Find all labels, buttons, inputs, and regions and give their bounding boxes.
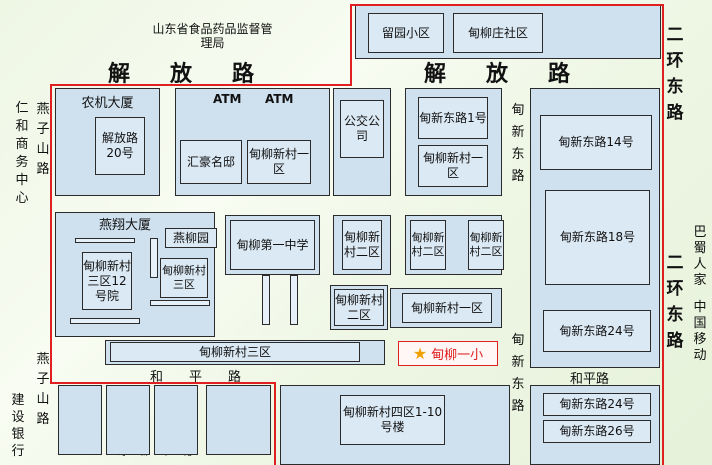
block-bottom-left-4 [206, 385, 271, 455]
jiefang-road-label-left: 解放路 [108, 62, 295, 87]
dianxin-east-road-26: 甸新东路26号 [543, 420, 651, 443]
dianliu-village-1-west: 甸柳新村一区 [247, 140, 311, 184]
dianliu-village-2-b: 甸柳新村二区 [410, 220, 446, 270]
residential-row [150, 300, 210, 306]
block-bottom-left-3 [154, 385, 198, 455]
boundary-line [50, 382, 276, 384]
dianxin-east-road-18: 甸新东路18号 [545, 190, 650, 285]
ccb-label: 建设银行 [11, 393, 25, 459]
boundary-line [662, 4, 664, 465]
residential-row [70, 318, 140, 324]
dianliu-village-2-a: 甸柳新村二区 [342, 220, 382, 270]
jiefang-road-20: 解放路20号 [95, 117, 145, 175]
dianliu-village-1-east: 甸柳新村一区 [418, 145, 488, 187]
dianliu-village-3-small: 甸柳新村三区 [160, 258, 208, 298]
dianliu-no1-primary-school[interactable]: ★ 甸柳一小 [398, 341, 498, 366]
bashu-label: 巴蜀人家 [693, 225, 707, 288]
yanzishan-road-label-lower: 燕子山路 [36, 352, 50, 427]
jiefang-road-label-right: 解放路 [424, 62, 611, 87]
dianxin-east-road-1: 甸新东路1号 [418, 97, 488, 139]
liuyuan-community: 留园小区 [368, 13, 444, 53]
yanliu-garden: 燕柳园 [165, 228, 217, 248]
atm-2: ATM [265, 92, 294, 106]
dianliu-village-4: 甸柳新村四区1-10号楼 [340, 395, 445, 445]
star-icon: ★ [412, 344, 428, 363]
china-mobile-label: 中国移动 [693, 300, 707, 363]
boundary-line [50, 84, 352, 86]
yanxiang-tower: 燕翔大厦 [98, 218, 151, 233]
erhuan-road-label-top: 二环东路 [666, 25, 684, 123]
dianliuzhuang-community: 甸柳庄社区 [453, 13, 543, 53]
dianxin-road-label-upper: 甸新东路 [511, 103, 525, 184]
yanzishan-road-label-upper: 燕子山路 [36, 102, 50, 177]
boundary-line [350, 4, 664, 6]
path [290, 275, 298, 325]
dianxin-east-road-24-south: 甸新东路24号 [543, 393, 651, 416]
boundary-line [50, 84, 52, 384]
renhe-center-label: 仁和商务中心 [15, 101, 29, 206]
heping-road-label-right: 和平路 [570, 372, 610, 387]
school-label: 甸柳一小 [431, 348, 484, 363]
fda-label: 山东省食品药品监督管理局 [152, 22, 273, 51]
bus-company: 公交公司 [340, 100, 384, 158]
residential-row [150, 238, 158, 278]
dianliu-village-3-compound-12: 甸柳新村三区12号院 [82, 252, 132, 310]
dianxin-east-road-14: 甸新东路14号 [540, 115, 652, 170]
dianxin-road-label-lower: 甸新东路 [511, 333, 525, 414]
heping-road-label-left: 和平路 [150, 370, 268, 385]
dianxin-east-road-24-north: 甸新东路24号 [543, 310, 651, 352]
dianliu-village-2-d: 甸柳新村二区 [334, 289, 384, 326]
block-bottom-left-2 [106, 385, 150, 455]
atm-1: ATM [213, 92, 242, 106]
erhuan-road-label-bottom: 二环东路 [666, 253, 684, 351]
boundary-line [274, 382, 276, 465]
huihao-residence: 汇豪名邸 [180, 140, 242, 184]
block-bottom-left-1 [58, 385, 102, 455]
dianliu-village-3-long: 甸柳新村三区 [110, 342, 360, 362]
dianliu-village-1-mid: 甸柳新村一区 [402, 293, 492, 323]
dianliu-no1-middle-school: 甸柳第一中学 [230, 220, 315, 270]
residential-row [75, 238, 135, 243]
dianliu-village-2-c: 甸柳新村二区 [468, 220, 504, 270]
path [262, 275, 270, 325]
nongji-tower: 农机大厦 [81, 96, 134, 111]
boundary-line [350, 4, 352, 86]
